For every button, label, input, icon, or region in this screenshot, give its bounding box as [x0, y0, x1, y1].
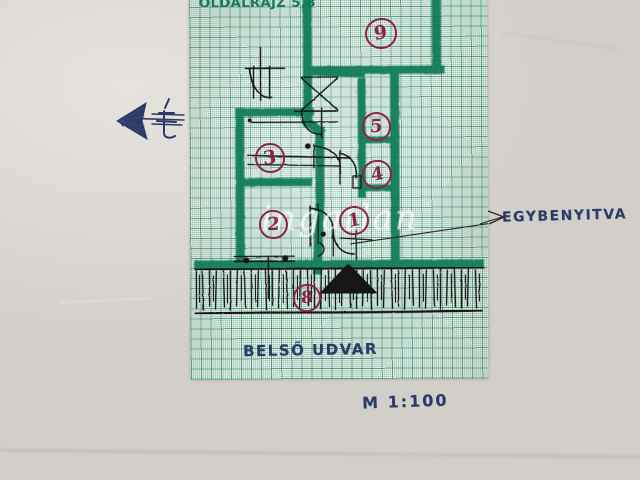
door-swing-room5 [300, 110, 323, 135]
north-arrow [116, 98, 185, 141]
courtyard-line-top [194, 266, 485, 271]
wall-bottom-right [314, 259, 485, 269]
label-belso-udvar: BELSŐ UDVAR [242, 339, 379, 361]
scale-note: M 1:100 [361, 390, 449, 413]
pipe-curve [317, 242, 325, 257]
wall-bottom-left [194, 260, 323, 269]
leader-line-egybenyitva [350, 222, 489, 245]
north-arrowhead [116, 101, 148, 141]
shaft-x-mark [300, 77, 339, 111]
paper-crease [500, 31, 620, 51]
floor-plan-drawing [194, 0, 489, 315]
wall-right-strip-outer [389, 69, 400, 267]
courtyard-line-bottom [194, 309, 483, 315]
pipe-dot [320, 231, 326, 237]
wall-group-green [194, 0, 485, 275]
room-number-3: 3 [254, 142, 286, 174]
paper-crease [60, 297, 150, 304]
north-letter [156, 98, 177, 139]
leader-arrowhead [487, 210, 505, 225]
wall-fixture-dot-left [243, 257, 250, 264]
wall-room3-left [235, 107, 245, 267]
paper-crease [0, 448, 640, 459]
wall-fixture-dot-upper [247, 118, 252, 123]
annotation-egybenyitva: EGYBENYITVA [501, 206, 628, 226]
pen-details-group [233, 46, 373, 300]
entrance-triangle-marker [319, 263, 378, 294]
door-swing-room4 [339, 152, 358, 179]
wall-fixture-dot-mid [305, 143, 311, 149]
leader-line-extension [480, 210, 505, 225]
wall-corridor-top [303, 68, 366, 78]
courtyard-hatch-band [194, 266, 485, 315]
door-line-room3 [247, 154, 351, 159]
door-line-room3b [247, 163, 341, 167]
fixture-room4 [352, 175, 362, 189]
